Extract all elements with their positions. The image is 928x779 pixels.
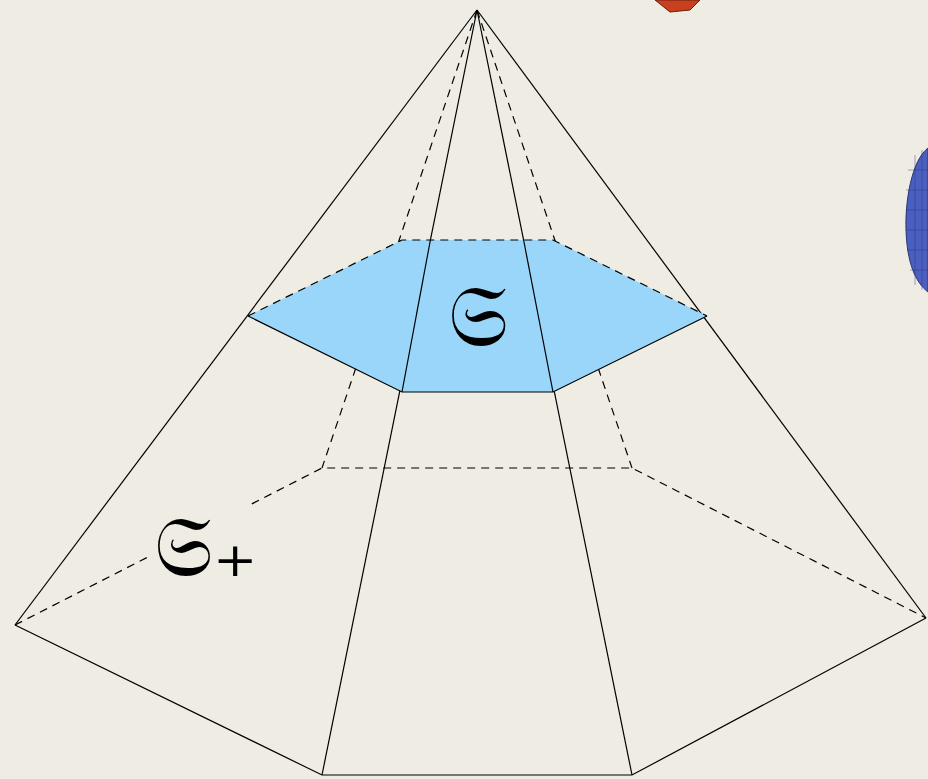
blue-fragment xyxy=(906,148,928,292)
hidden-edge xyxy=(477,10,632,468)
lateral-edge xyxy=(524,240,553,392)
lateral-edge xyxy=(402,240,430,392)
section-fill xyxy=(248,240,707,392)
hidden-base-edge xyxy=(15,468,926,625)
blue-grid xyxy=(906,150,928,290)
section-label: 𝔖 xyxy=(444,273,512,359)
base-edge xyxy=(15,618,926,775)
cross-section-hexagon: 𝔖 xyxy=(248,240,707,392)
red-fragment xyxy=(655,0,700,12)
region-label: 𝔖₊ xyxy=(150,505,261,589)
hidden-edge xyxy=(322,10,477,468)
